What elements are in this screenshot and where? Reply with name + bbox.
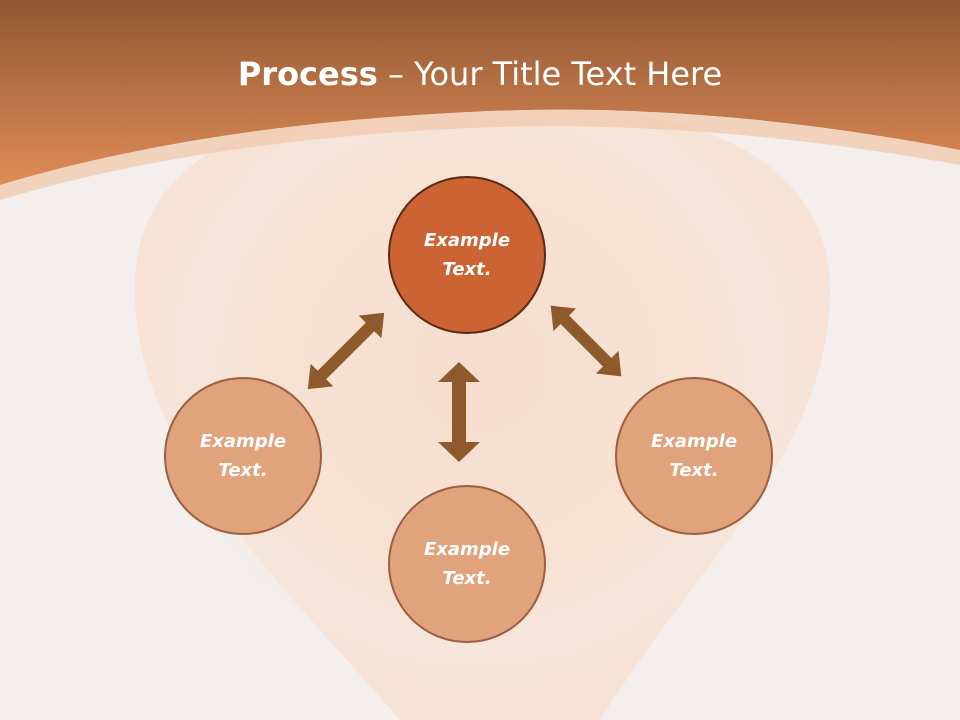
node-left-line2: Text. xyxy=(218,460,268,481)
node-bottom-line2: Text. xyxy=(442,568,492,589)
arrow-top-right xyxy=(550,305,622,377)
node-bottom: Example Text. xyxy=(388,485,546,643)
node-right: Example Text. xyxy=(615,377,773,535)
node-bottom-line1: Example xyxy=(423,539,511,560)
title-rest: – Your Title Text Here xyxy=(377,55,723,93)
title-bold: Process xyxy=(237,55,378,93)
node-right-line1: Example xyxy=(650,431,738,452)
node-top: Example Text. xyxy=(388,176,546,334)
header-curve-highlight xyxy=(0,109,960,200)
node-right-line2: Text. xyxy=(669,460,719,481)
arrow-top-left xyxy=(307,312,385,390)
node-left-line1: Example xyxy=(199,431,287,452)
node-left: Example Text. xyxy=(164,377,322,535)
header-band xyxy=(0,0,960,185)
slide-title: Process – Your Title Text Here xyxy=(0,52,960,96)
node-top-line2: Text. xyxy=(442,259,492,280)
node-top-line1: Example xyxy=(423,230,511,251)
arrow-center-vertical xyxy=(438,362,480,462)
